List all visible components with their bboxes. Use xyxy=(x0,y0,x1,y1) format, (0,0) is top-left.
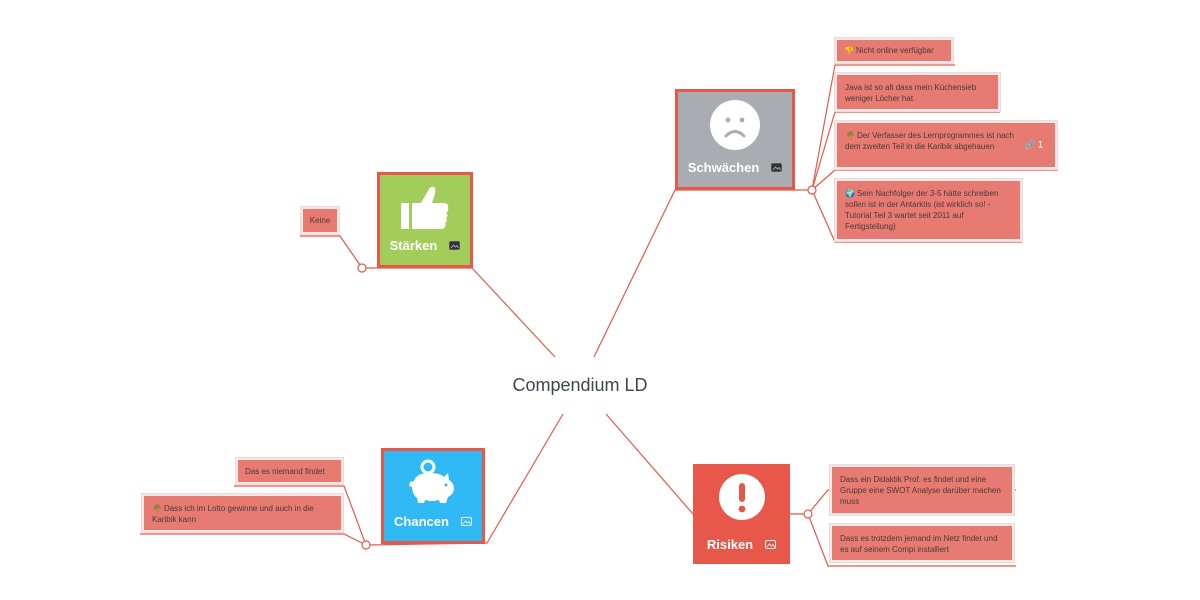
topic-chancen[interactable]: Chancen xyxy=(381,448,485,544)
node-verfasser[interactable]: 🌴Der Verfasser des Lernprogrammes ist na… xyxy=(835,121,1057,169)
node-text: Dass es trotzdem jemand im Netz findet u… xyxy=(840,534,998,554)
node-text: Java ist so alt dass mein Küchensieb wen… xyxy=(845,83,977,103)
node-text: Sein Nachfolger der 3-5 hätte schreiben … xyxy=(845,189,999,231)
node-nachfolger[interactable]: 🌍Sein Nachfolger der 3-5 hätte schreiben… xyxy=(835,179,1022,241)
central-topic[interactable]: Compendium LD xyxy=(512,375,648,395)
collapse-toggle-staerken xyxy=(357,263,367,273)
thumbs-down-icon: 👎 xyxy=(844,46,854,55)
topic-staerken[interactable]: Stärken xyxy=(377,172,473,268)
palm-tree-icon: 🌴 xyxy=(152,504,162,513)
sad-face-icon xyxy=(710,100,760,150)
image-icon[interactable] xyxy=(771,163,783,172)
image-icon[interactable] xyxy=(449,241,461,250)
node-compi[interactable]: Dass es trotzdem jemand im Netz findet u… xyxy=(830,524,1014,562)
node-keine[interactable]: Keine xyxy=(301,207,339,234)
node-niemand-findet[interactable]: Das es niemand findet xyxy=(236,458,343,484)
topic-risiken[interactable]: Risiken xyxy=(693,464,790,564)
connector-staerken xyxy=(365,267,556,358)
connector-keine xyxy=(300,235,363,269)
node-text: Dass ein Didaktik Prof. es findet und ei… xyxy=(840,475,1001,506)
node-text: Das es niemand findet xyxy=(245,467,325,476)
link-icon: 🔗 xyxy=(1024,139,1036,150)
node-text: Der Verfasser des Lernprogrammes ist nac… xyxy=(845,131,1014,151)
collapse-toggle-risiken xyxy=(803,509,813,519)
exclamation-icon xyxy=(718,474,765,520)
node-java[interactable]: Java ist so alt dass mein Küchensieb wen… xyxy=(835,73,1000,111)
node-didaktik-prof[interactable]: Dass ein Didaktik Prof. es findet und ei… xyxy=(830,465,1014,515)
topic-schwaechen[interactable]: Schwächen xyxy=(675,89,795,190)
node-nicht-online[interactable]: 👎Nicht online verfügbar xyxy=(835,38,953,63)
link-badge[interactable]: 🔗 1 xyxy=(1024,140,1043,151)
node-text: Nicht online verfügbar xyxy=(855,46,934,55)
collapse-toggle-chancen xyxy=(361,540,371,550)
palm-tree-icon: 🌴 xyxy=(845,131,855,140)
topic-label: Chancen xyxy=(394,514,449,529)
topic-label: Stärken xyxy=(389,238,438,253)
image-icon[interactable] xyxy=(765,540,777,549)
topic-label: Risiken xyxy=(706,537,754,552)
connector-schwaechen xyxy=(593,189,812,358)
node-lotto[interactable]: 🌴Dass ich im Lotto gewinne und auch in d… xyxy=(142,494,343,532)
link-count: 1 xyxy=(1037,139,1043,150)
piggy-bank-icon xyxy=(409,459,454,503)
thumbs-up-icon xyxy=(401,186,449,229)
topic-label: Schwächen xyxy=(687,160,760,175)
node-text: Dass ich im Lotto gewinne und auch in di… xyxy=(152,504,314,524)
node-text: Keine xyxy=(309,216,331,225)
image-icon[interactable] xyxy=(460,517,472,526)
globe-icon: 🌍 xyxy=(845,189,855,198)
collapse-toggle-schwaechen xyxy=(807,185,817,195)
